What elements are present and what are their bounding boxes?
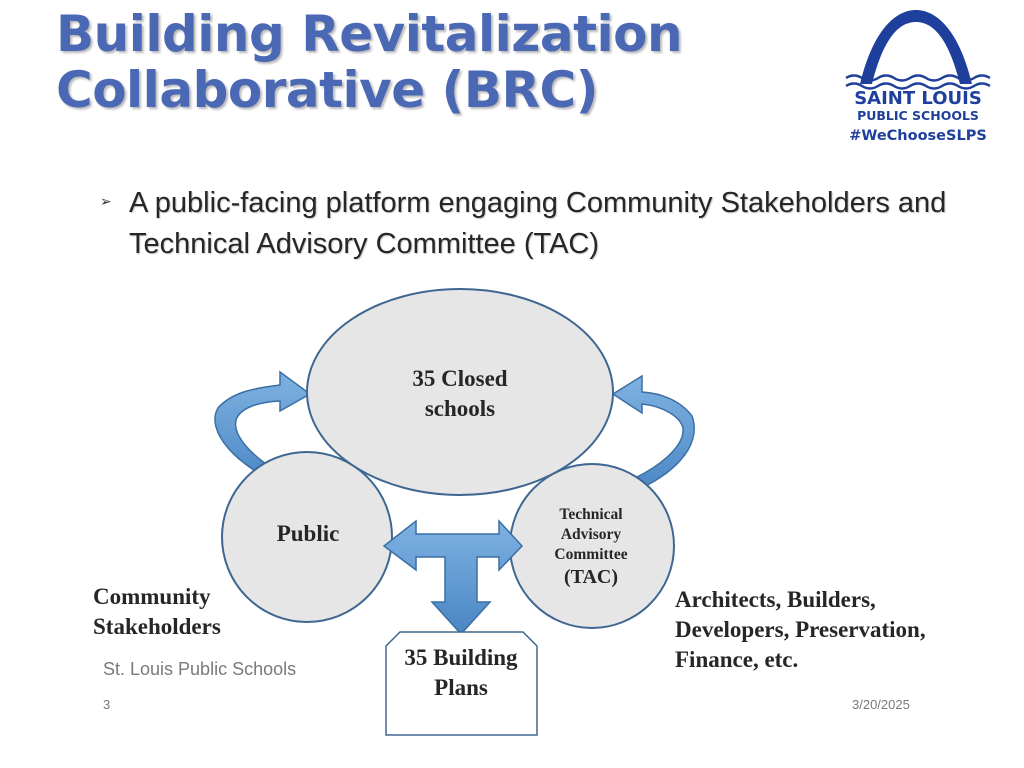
public-circle: [221, 451, 393, 623]
footer-organization: St. Louis Public Schools: [103, 659, 297, 679]
closed-schools-label: 35 Closed schools: [412, 366, 508, 421]
gateway-arch-icon: [845, 10, 991, 90]
slide-title: Building Revitalization Collaborative (B…: [56, 5, 683, 119]
three-way-arrow: [382, 519, 524, 636]
title-line-2: Collaborative (BRC): [56, 61, 599, 119]
logo-hashtag: #WeChooseSLPS: [849, 128, 987, 144]
public-label: Public: [276, 521, 340, 546]
logo-subname: PUBLIC SCHOOLS: [857, 108, 979, 123]
logo-name: SAINT LOUIS: [854, 88, 982, 109]
page-number: 3: [103, 697, 111, 712]
title-line-1: Building Revitalization: [56, 5, 683, 63]
curved-arrow-left: [214, 370, 312, 489]
curved-arrow-right: [611, 374, 695, 498]
community-stakeholders-label: Community Stakeholders: [93, 584, 221, 639]
building-plans-label: 35 Building Plans: [404, 645, 518, 700]
slps-logo: SAINT LOUIS PUBLIC SCHOOLS #WeChooseSLPS: [838, 6, 998, 148]
tac-name-label: Technical Advisory Committee: [554, 506, 628, 563]
professionals-label: Architects, Builders, Developers, Preser…: [675, 587, 926, 672]
bullet-text: A public-facing platform engaging Commun…: [129, 187, 947, 260]
closed-schools-ellipse: [306, 288, 614, 496]
building-plans-box: [385, 631, 538, 736]
tac-abbr-label: (TAC): [563, 566, 619, 588]
footer-date: 3/20/2025: [852, 697, 910, 712]
arrowhead-bullet-icon: ➢: [100, 193, 112, 209]
